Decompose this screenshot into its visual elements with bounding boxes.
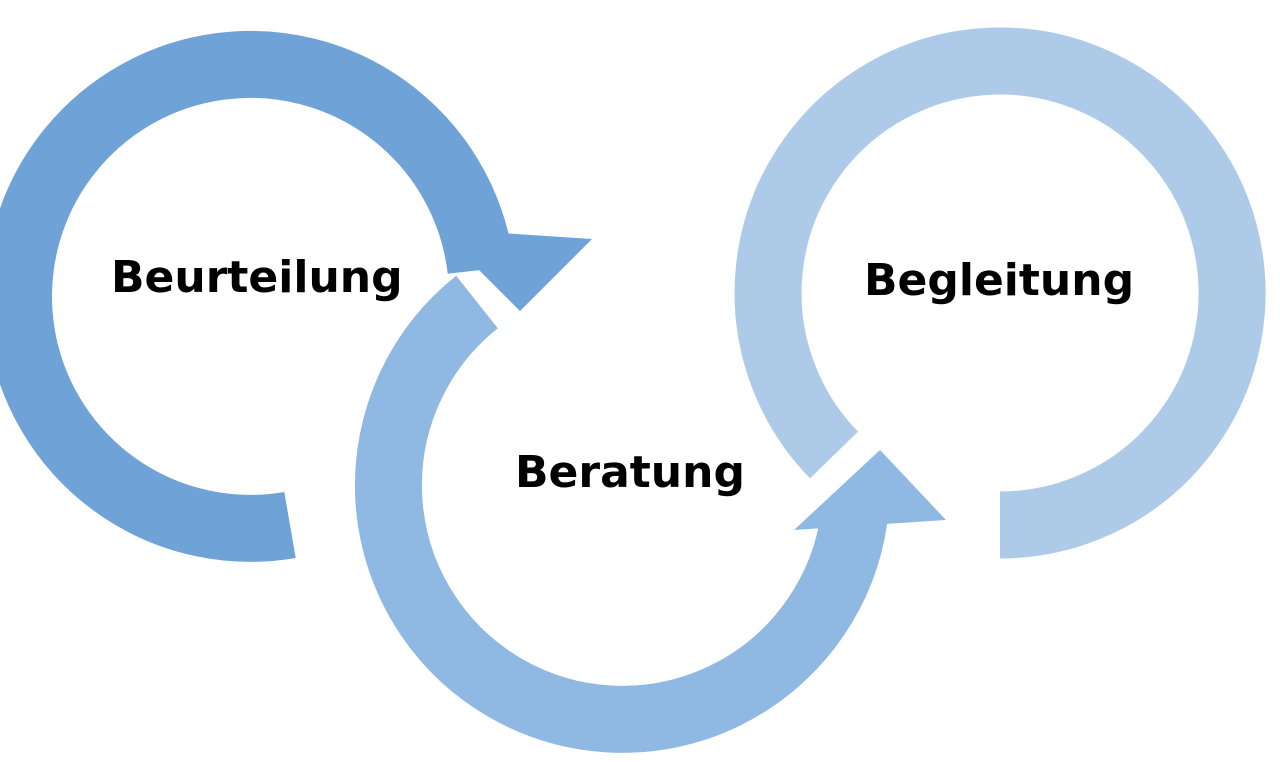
stage-1-ring <box>0 30 515 562</box>
stage-2-arrowhead <box>794 450 946 530</box>
stage-2-label: Beratung <box>515 447 745 498</box>
stage-1-label: Beurteilung <box>111 252 403 303</box>
stage-2-arrow <box>354 275 946 753</box>
stage-3-ring <box>734 27 1266 559</box>
stage-1-arrowhead <box>438 229 592 311</box>
stage-1-arrow <box>0 30 592 562</box>
stage-3-arrow <box>734 27 1266 559</box>
stage-2-ring <box>354 275 888 753</box>
stage-3-label: Begleitung <box>864 255 1135 306</box>
